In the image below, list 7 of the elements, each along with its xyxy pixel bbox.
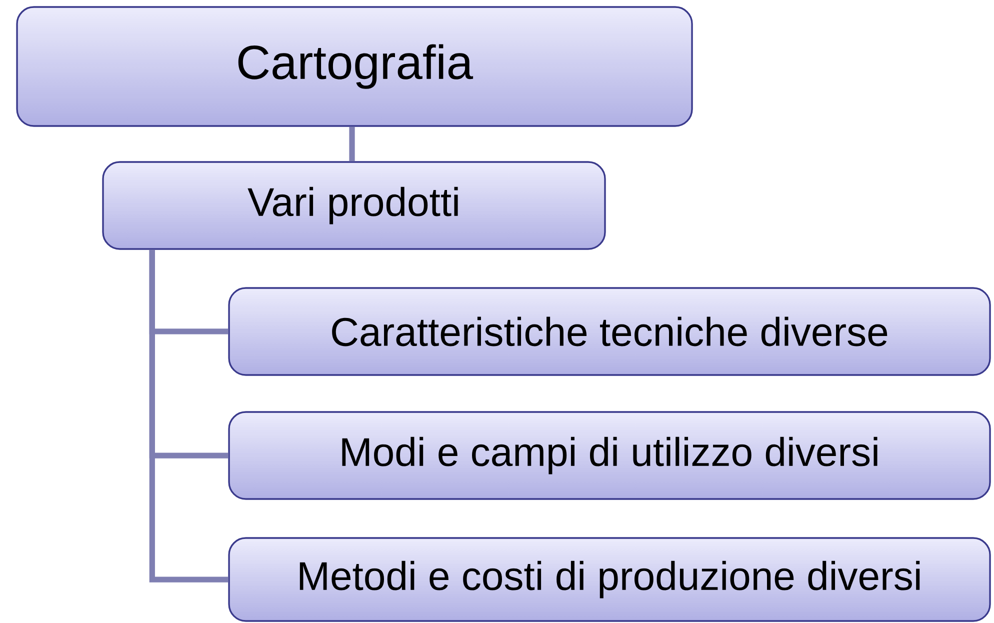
process-box: Caratteristiche tecniche diverse [228, 287, 991, 376]
process-box: Metodi e costi di produzione diversi [228, 537, 991, 622]
process-box: Cartografia [16, 6, 693, 127]
connector-line [149, 250, 228, 582]
connector-line [349, 126, 355, 162]
process-box: Modi e campi di utilizzo diversi [228, 411, 991, 500]
process-box: Vari prodotti [102, 161, 606, 250]
